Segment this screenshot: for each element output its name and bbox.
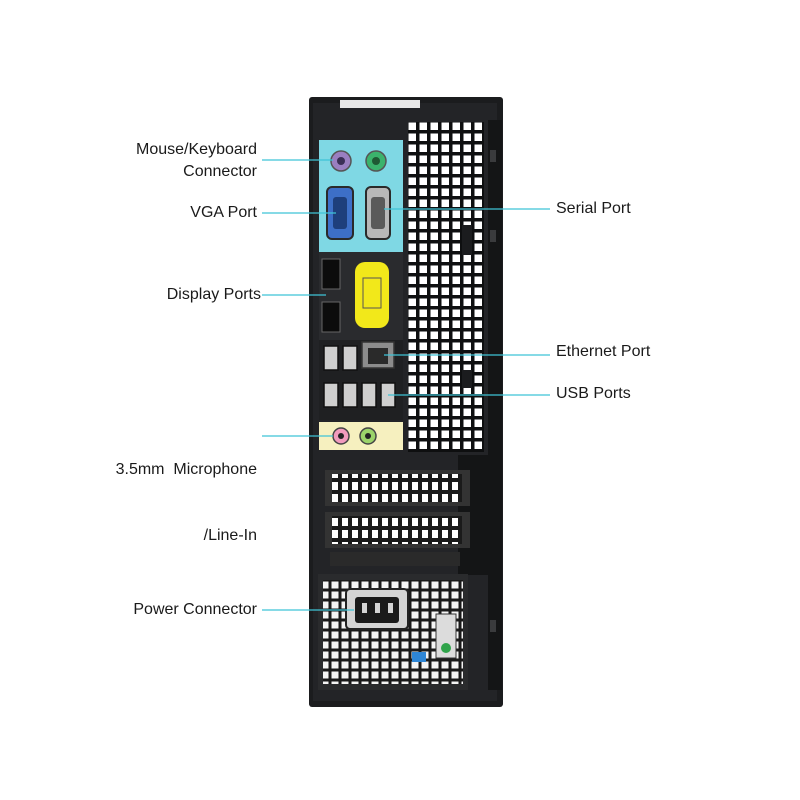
label-mouse-keyboard: Mouse/Keyboard Connector — [80, 139, 257, 183]
ethernet-usb-block — [319, 340, 403, 420]
psu-test-led — [441, 643, 451, 653]
label-serial-port: Serial Port — [556, 200, 631, 217]
vent-grille — [408, 122, 484, 452]
usb-ports — [323, 345, 396, 408]
label-microphone-line2: /Line-In — [203, 527, 257, 544]
label-mouse-keyboard-line2: Connector — [183, 163, 257, 180]
io-panel — [319, 140, 403, 252]
audio-jacks — [319, 422, 403, 450]
display-ports — [319, 252, 403, 340]
expansion-slots — [325, 455, 488, 575]
leader-lines — [262, 159, 550, 611]
label-microphone: 3.5mm Microphone /Line-In — [60, 415, 257, 569]
label-usb-ports: USB Ports — [556, 385, 631, 402]
label-microphone-line1: 3.5mm Microphone — [115, 461, 257, 478]
power-supply — [318, 574, 468, 690]
label-display-ports: Display Ports — [166, 286, 261, 303]
label-power-connector: Power Connector — [133, 601, 257, 618]
label-mouse-keyboard-line1: Mouse/Keyboard — [136, 141, 257, 158]
label-ethernet-port: Ethernet Port — [556, 343, 651, 360]
label-vga-port: VGA Port — [190, 204, 257, 221]
